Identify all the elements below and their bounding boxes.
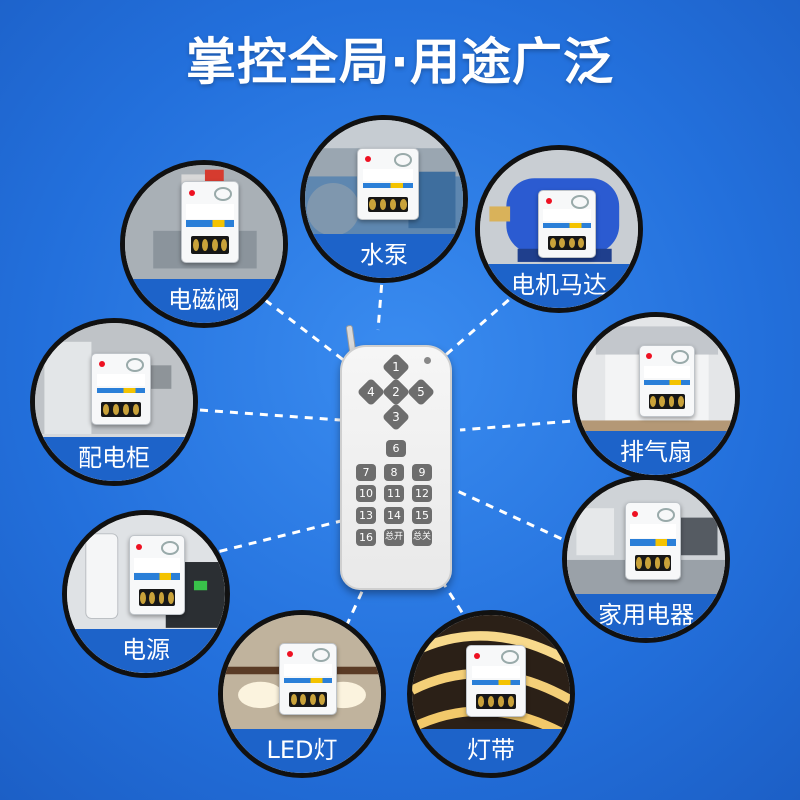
app-label: 灯带 bbox=[412, 728, 570, 773]
app-label: 电源 bbox=[67, 628, 225, 673]
remote-indicator-led bbox=[424, 357, 431, 364]
relay-switch-device bbox=[538, 190, 596, 258]
app-label: 配电柜 bbox=[35, 436, 193, 481]
relay-switch-device bbox=[181, 181, 239, 263]
remote-key-14[interactable]: 14 bbox=[384, 507, 404, 524]
connector-appliance bbox=[454, 488, 576, 547]
app-circle-led-lamp: LED灯 bbox=[218, 610, 386, 778]
relay-switch-device bbox=[625, 502, 681, 580]
remote-control: 1 2 3 4 5 6 7 8 9 10 11 12 13 14 15 16 总… bbox=[340, 324, 452, 590]
relay-switch-device bbox=[279, 643, 337, 715]
relay-switch-device bbox=[129, 535, 185, 615]
remote-key-7[interactable]: 7 bbox=[356, 464, 376, 481]
app-circle-appliance: 家用电器 bbox=[562, 475, 730, 643]
remote-key-3[interactable]: 3 bbox=[381, 402, 411, 432]
app-label: 水泵 bbox=[305, 233, 463, 278]
connector-pump bbox=[376, 254, 386, 331]
remote-key-4[interactable]: 4 bbox=[356, 377, 386, 407]
remote-key-6[interactable]: 6 bbox=[386, 440, 406, 457]
app-label: LED灯 bbox=[223, 728, 381, 773]
relay-switch-device bbox=[639, 345, 695, 417]
remote-key-16[interactable]: 16 bbox=[356, 529, 376, 546]
connector-led bbox=[338, 584, 367, 641]
app-label: 电机马达 bbox=[480, 263, 638, 308]
remote-key-8[interactable]: 8 bbox=[384, 464, 404, 481]
remote-key-2[interactable]: 2 bbox=[381, 377, 411, 407]
remote-key-10[interactable]: 10 bbox=[356, 485, 376, 502]
app-label: 电磁阀 bbox=[125, 278, 283, 323]
app-circle-valve: 电磁阀 bbox=[120, 160, 288, 328]
connector-power bbox=[204, 518, 346, 557]
remote-key-12[interactable]: 12 bbox=[412, 485, 432, 502]
remote-key-5[interactable]: 5 bbox=[406, 377, 436, 407]
connector-fan bbox=[459, 418, 586, 432]
remote-key-all-on[interactable]: 总开 bbox=[384, 529, 404, 546]
remote-key-11[interactable]: 11 bbox=[384, 485, 404, 502]
relay-switch-device bbox=[357, 148, 419, 220]
remote-key-1[interactable]: 1 bbox=[381, 352, 411, 382]
connector-cabinet bbox=[199, 408, 341, 422]
remote-key-13[interactable]: 13 bbox=[356, 507, 376, 524]
app-circle-strip: 灯带 bbox=[407, 610, 575, 778]
remote-key-15[interactable]: 15 bbox=[412, 507, 432, 524]
app-circle-cabinet: 配电柜 bbox=[30, 318, 198, 486]
remote-key-all-off[interactable]: 总关 bbox=[412, 529, 432, 546]
relay-switch-device bbox=[466, 645, 526, 717]
app-circle-power: 电源 bbox=[62, 510, 230, 678]
connector-strip bbox=[433, 569, 472, 626]
remote-key-9[interactable]: 9 bbox=[412, 464, 432, 481]
headline: 掌控全局·用途广泛 bbox=[186, 33, 614, 91]
app-circle-pump: 水泵 bbox=[300, 115, 468, 283]
app-label: 家用电器 bbox=[567, 593, 725, 638]
relay-switch-device bbox=[91, 353, 151, 425]
app-circle-motor: 电机马达 bbox=[475, 145, 643, 313]
app-label: 排气扇 bbox=[577, 430, 735, 475]
app-circle-fan: 排气扇 bbox=[572, 312, 740, 480]
